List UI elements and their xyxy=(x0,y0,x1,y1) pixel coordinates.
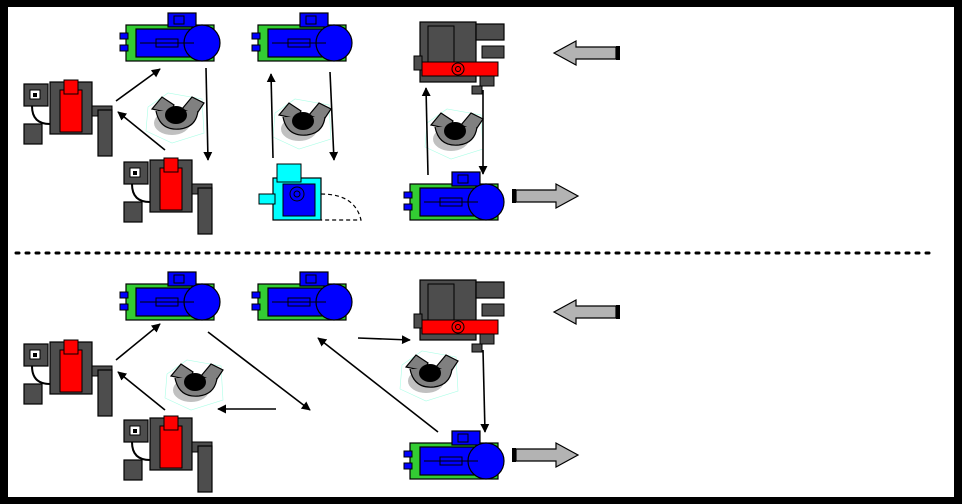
flow-arrow xyxy=(357,335,411,345)
flow-arrow xyxy=(329,71,339,161)
flow-arrow xyxy=(207,331,311,411)
flow-arrow xyxy=(115,68,161,102)
flow-arrow xyxy=(115,323,161,361)
flow-arrow xyxy=(117,111,166,151)
layout-top xyxy=(23,12,621,235)
layout-bottom xyxy=(23,271,621,493)
flow-arrow xyxy=(480,349,490,433)
flow-arrow xyxy=(421,87,431,176)
flow-arrow xyxy=(117,371,166,411)
flow-arrow xyxy=(266,73,276,159)
flow-arrow xyxy=(317,337,439,433)
flow-arrow xyxy=(203,67,213,161)
